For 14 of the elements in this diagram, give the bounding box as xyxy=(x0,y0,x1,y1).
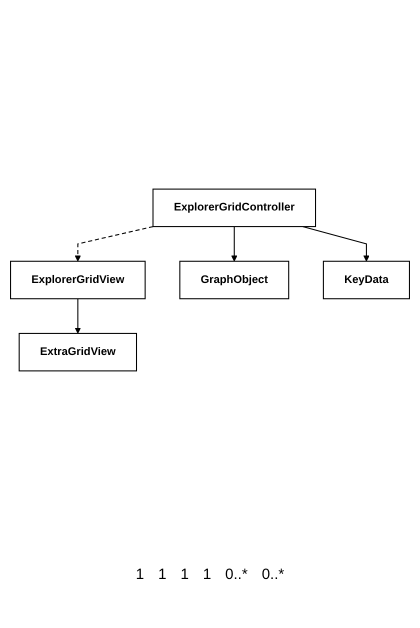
class-box: ExplorerGridController xyxy=(152,188,316,228)
class-box: GraphObject xyxy=(179,260,290,300)
multiplicity-label: 1 xyxy=(202,566,212,583)
arrow xyxy=(231,226,238,262)
arrow xyxy=(74,298,81,334)
class-box: ExplorerGridView xyxy=(10,260,146,300)
multiplicity-label: 1 xyxy=(180,566,189,583)
multiplicity-label: 0..* xyxy=(225,566,248,583)
class-box: ExtraGridView xyxy=(18,332,138,372)
multiplicity-label: 1 xyxy=(158,566,166,583)
multiplicity-label: 1 xyxy=(136,566,144,583)
multiplicity-label: 0..* xyxy=(262,566,284,583)
class-box: KeyData xyxy=(322,260,410,300)
arrow xyxy=(74,226,154,262)
